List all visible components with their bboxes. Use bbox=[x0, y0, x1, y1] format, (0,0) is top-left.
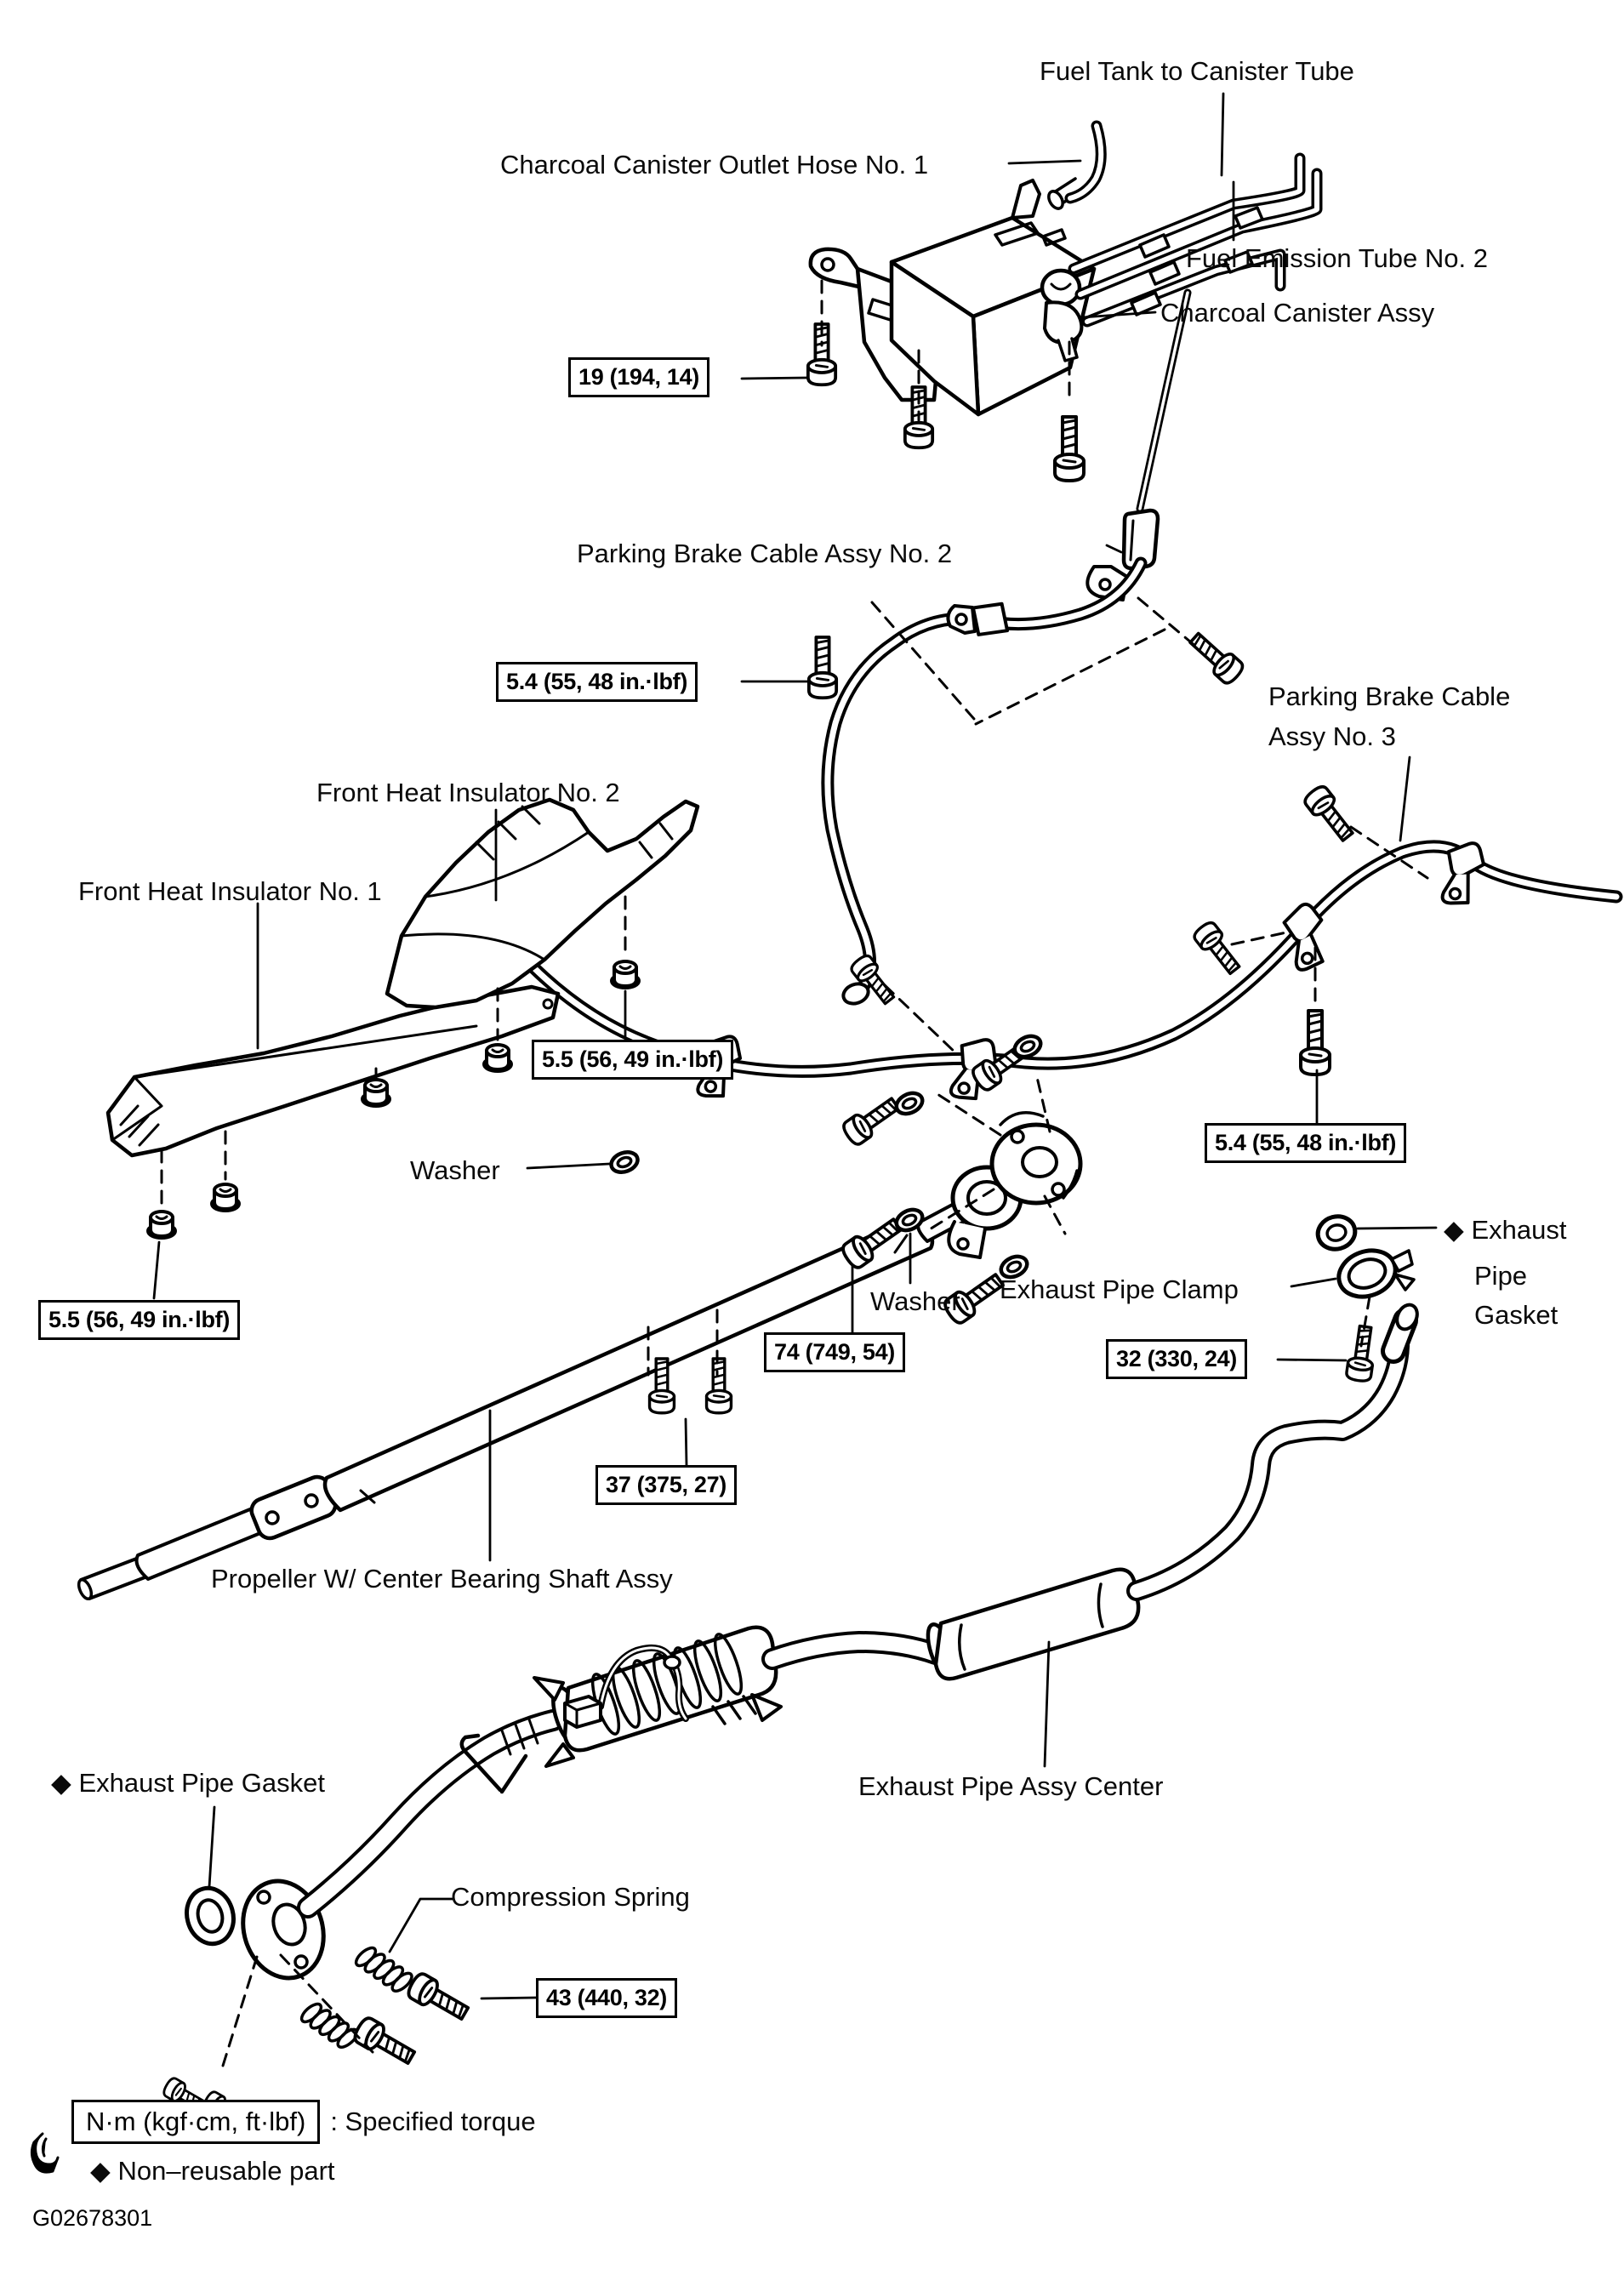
label-washer-upper: Washer bbox=[410, 1155, 500, 1185]
legend-torque-caption: : Specified torque bbox=[330, 2107, 536, 2137]
leader-lines bbox=[152, 92, 1438, 2000]
heat-insulator-1-drawing bbox=[105, 984, 561, 1158]
figure-code: G02678301 bbox=[32, 2205, 153, 2231]
label-compression-spring: Compression Spring bbox=[451, 1882, 690, 1912]
print-artifact bbox=[30, 2132, 60, 2174]
label-charcoal-canister-outlet-hose-no1: Charcoal Canister Outlet Hose No. 1 bbox=[500, 150, 929, 180]
heat-insulator-2-drawing bbox=[385, 797, 700, 1010]
label-fuel-tank-to-canister-tube: Fuel Tank to Canister Tube bbox=[1040, 56, 1354, 86]
torque-box-canister-bolt: 19 (194, 14) bbox=[568, 357, 709, 397]
label-exhaust-pipe-gasket-right-line2: Pipe bbox=[1474, 1261, 1528, 1291]
label-exhaust-pipe-clamp: Exhaust Pipe Clamp bbox=[1000, 1274, 1239, 1304]
torque-box-brake-cable-no3-clamp: 5.4 (55, 48 in.·lbf) bbox=[1205, 1123, 1407, 1163]
label-propeller-shaft-assy: Propeller W/ Center Bearing Shaft Assy bbox=[211, 1564, 673, 1594]
torque-box-propeller-shaft-bolt: 74 (749, 54) bbox=[764, 1332, 905, 1372]
label-exhaust-pipe-gasket-right-line1: ◆ Exhaust bbox=[1444, 1215, 1567, 1245]
label-parking-brake-cable-assy-no3-line1: Parking Brake Cable bbox=[1268, 681, 1511, 711]
charcoal-canister-drawing bbox=[808, 177, 1097, 417]
legend-non-reusable: ◆ Non–reusable part bbox=[90, 2156, 335, 2186]
label-front-heat-insulator-no1: Front Heat Insulator No. 1 bbox=[78, 876, 382, 906]
label-parking-brake-cable-assy-no2: Parking Brake Cable Assy No. 2 bbox=[577, 539, 953, 568]
torque-box-heat-insulator-no2-nut: 5.5 (56, 49 in.·lbf) bbox=[532, 1040, 734, 1080]
label-charcoal-canister-assy: Charcoal Canister Assy bbox=[1160, 298, 1435, 328]
label-front-heat-insulator-no2: Front Heat Insulator No. 2 bbox=[316, 778, 620, 807]
outlet-hose-drawing bbox=[1064, 120, 1107, 204]
exhaust-pipe-center-drawing bbox=[185, 1214, 1419, 1981]
exhaust-pipe-clamp-drawing bbox=[1336, 1248, 1416, 1299]
dashed-lines bbox=[160, 279, 1429, 2067]
torque-box-heat-insulator-no1-nut: 5.5 (56, 49 in.·lbf) bbox=[38, 1300, 241, 1340]
torque-box-center-bearing-bolt: 37 (375, 27) bbox=[595, 1465, 737, 1505]
legend-torque-unit-box: N·m (kgf·cm, ft·lbf) bbox=[71, 2100, 321, 2144]
parking-brake-cable-2-drawing bbox=[821, 288, 1192, 1006]
label-exhaust-pipe-assy-center: Exhaust Pipe Assy Center bbox=[858, 1771, 1164, 1801]
exhaust-pipe-gasket-right-drawing bbox=[1315, 1214, 1358, 1251]
label-fuel-emission-tube-no2: Fuel Emission Tube No. 2 bbox=[1186, 243, 1488, 273]
torque-box-brake-cable-no2-clamp: 5.4 (55, 48 in.·lbf) bbox=[496, 662, 698, 702]
propeller-shaft-drawing bbox=[77, 1032, 1083, 1600]
torque-box-exhaust-flange-bolt: 43 (440, 32) bbox=[536, 1978, 677, 2018]
fuel-tubes-drawing bbox=[1068, 152, 1323, 328]
legend-torque: N·m (kgf·cm, ft·lbf) : Specified torque bbox=[71, 2100, 536, 2144]
label-exhaust-pipe-gasket-right-line3: Gasket bbox=[1474, 1300, 1558, 1330]
label-exhaust-pipe-gasket-left: ◆ Exhaust Pipe Gasket bbox=[51, 1768, 325, 1798]
label-washer-lower: Washer bbox=[870, 1286, 960, 1316]
label-parking-brake-cable-assy-no3-line2: Assy No. 3 bbox=[1268, 721, 1396, 751]
torque-box-exhaust-clamp-bolt: 32 (330, 24) bbox=[1106, 1339, 1247, 1379]
exhaust-pipe-gasket-left-drawing bbox=[185, 1885, 236, 1947]
fasteners bbox=[146, 322, 1380, 2131]
